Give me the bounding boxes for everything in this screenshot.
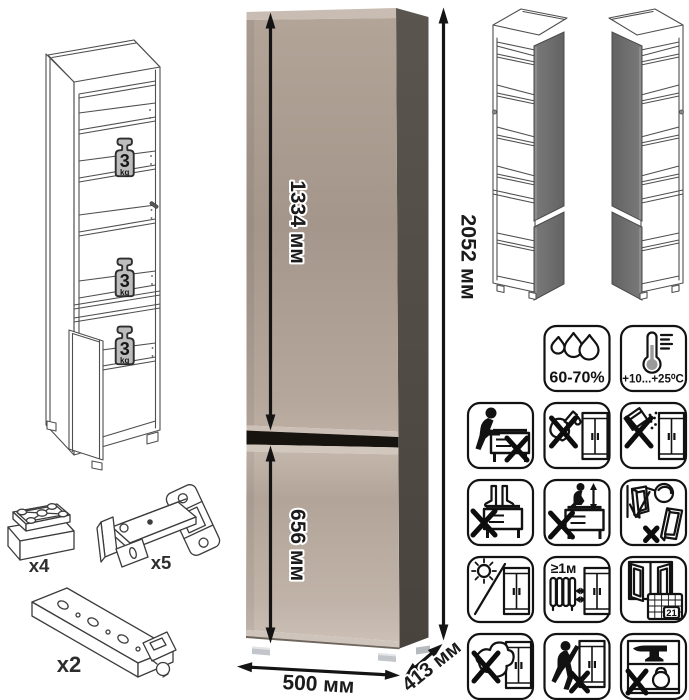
- hardware-foot: x4: [7, 503, 75, 576]
- lower-door-height-label: 656 мм: [286, 509, 309, 581]
- care-icon-grid: 60-70% +10...+25⁰C: [466, 324, 688, 700]
- sun-icon: [471, 558, 497, 584]
- total-height-label: 2052 мм: [457, 214, 481, 300]
- shelf-load-badge-2: 3 kg: [114, 257, 135, 298]
- hardware-hinge: x5: [96, 484, 221, 573]
- product-render: [246, 8, 430, 662]
- up-down-arrow-icon: [590, 483, 597, 511]
- icon-no-climbing: [543, 478, 611, 547]
- cabinet-icon: [502, 566, 531, 616]
- kettlebell-icon: [651, 666, 671, 690]
- icon-no-abrasives: [619, 401, 688, 470]
- mid-rails: [73, 290, 161, 323]
- temperature-label: +10...+25⁰C: [622, 373, 684, 386]
- diagonal-line: [473, 562, 507, 616]
- render-lower-door: [246, 451, 400, 642]
- render-upper-door-bottom-bevel: [246, 425, 399, 437]
- cabinet-icon: [581, 411, 609, 461]
- render-feet: [252, 645, 430, 662]
- render-upper-door: [246, 18, 399, 432]
- render-lower-door-top-bevel: [246, 444, 399, 455]
- shelf-load-value: 3: [120, 339, 130, 359]
- render-door-gap: [246, 430, 399, 448]
- anvil-icon: [633, 645, 667, 662]
- depth-label: 413 мм: [398, 636, 465, 696]
- shelf-hole-dots: [149, 109, 154, 357]
- hardware-rail: x2: [31, 587, 177, 678]
- person-dragging-icon: [551, 641, 580, 690]
- shelves: [492, 41, 540, 285]
- dim-lower-door: 656 мм: [265, 445, 311, 644]
- open-window-icon: [627, 560, 674, 603]
- icon-no-wet-cloth: [466, 632, 535, 700]
- shelf-load-unit: kg: [120, 356, 129, 365]
- foot-drawing: [7, 503, 75, 561]
- hinge-quantity: x5: [151, 552, 172, 573]
- radiator-distance-label: ≥1м: [551, 560, 577, 576]
- lower-door-open: [68, 329, 104, 461]
- wireframe-open-door-right: [608, 8, 685, 301]
- dim-depth: 413 мм: [396, 634, 467, 698]
- cabinet-icon: [657, 411, 686, 461]
- icon-no-overloading: [619, 632, 688, 700]
- distance-arrows-icon: [575, 587, 586, 603]
- radiator-icon: [549, 576, 577, 612]
- shelf-load-unit: kg: [120, 288, 129, 297]
- wall-mount-icon: [626, 482, 684, 543]
- wireframe-open-door-left: [492, 8, 568, 301]
- render-bottom-shadow: [246, 636, 400, 650]
- water-drops-icon: [550, 331, 600, 361]
- icon-no-dragging: [543, 632, 611, 700]
- shelf-load-badge-3: 3 kg: [114, 325, 135, 366]
- wireframe-feet: [46, 420, 159, 471]
- dim-width: 500 мм: [237, 662, 400, 700]
- cabinet-icon: [583, 566, 611, 616]
- wireframe-cabinet-shelf-load: 3 kg 3 kg 3 kg: [45, 39, 161, 471]
- dim-upper-door: 1334 мм: [265, 12, 311, 431]
- shelf-load-value: 3: [120, 271, 130, 291]
- shelf-lines-upper: [78, 102, 157, 299]
- calendar-icon: 21: [646, 592, 684, 621]
- shelf-load-unit: kg: [120, 168, 129, 177]
- icon-no-sitting: [466, 401, 535, 470]
- icon-humidity-range: 60-70%: [543, 324, 611, 393]
- icon-keep-distance-from-radiator: ≥1м: [543, 555, 611, 624]
- icon-temperature-range: +10...+25⁰C: [619, 324, 688, 393]
- upper-door-height-label: 1334 мм: [286, 180, 309, 264]
- hinge-drawing: [96, 484, 221, 568]
- shelf-load-badge-1: 3 kg: [114, 137, 135, 178]
- child-climbing-icon: [564, 483, 605, 541]
- thermometer-icon: [642, 331, 674, 374]
- render-top-band: [246, 8, 397, 20]
- rail-drawing: [31, 587, 177, 678]
- dim-total-height: 2052 мм: [438, 7, 483, 641]
- render-bottom-bevel: [246, 630, 400, 649]
- feet-on-furniture-icon: [482, 484, 524, 540]
- shelf-load-value: 3: [120, 151, 130, 171]
- ventilation-days-label: 21: [666, 608, 677, 619]
- door-handle: [149, 201, 159, 209]
- foot-quantity: x4: [29, 555, 50, 576]
- render-side-panel: [396, 8, 429, 649]
- person-sitting-icon: [475, 407, 531, 464]
- icon-secure-to-wall: [619, 478, 688, 547]
- rail-quantity: x2: [57, 652, 81, 677]
- gray-door: [533, 31, 565, 301]
- icon-no-standing: [466, 478, 535, 547]
- humidity-label: 60-70%: [549, 370, 604, 387]
- icon-no-direct-sunlight: [466, 555, 535, 624]
- icon-ventilate-new-furniture: 21: [619, 555, 688, 624]
- width-label: 500 мм: [282, 671, 355, 698]
- icon-no-solvents: [543, 401, 611, 470]
